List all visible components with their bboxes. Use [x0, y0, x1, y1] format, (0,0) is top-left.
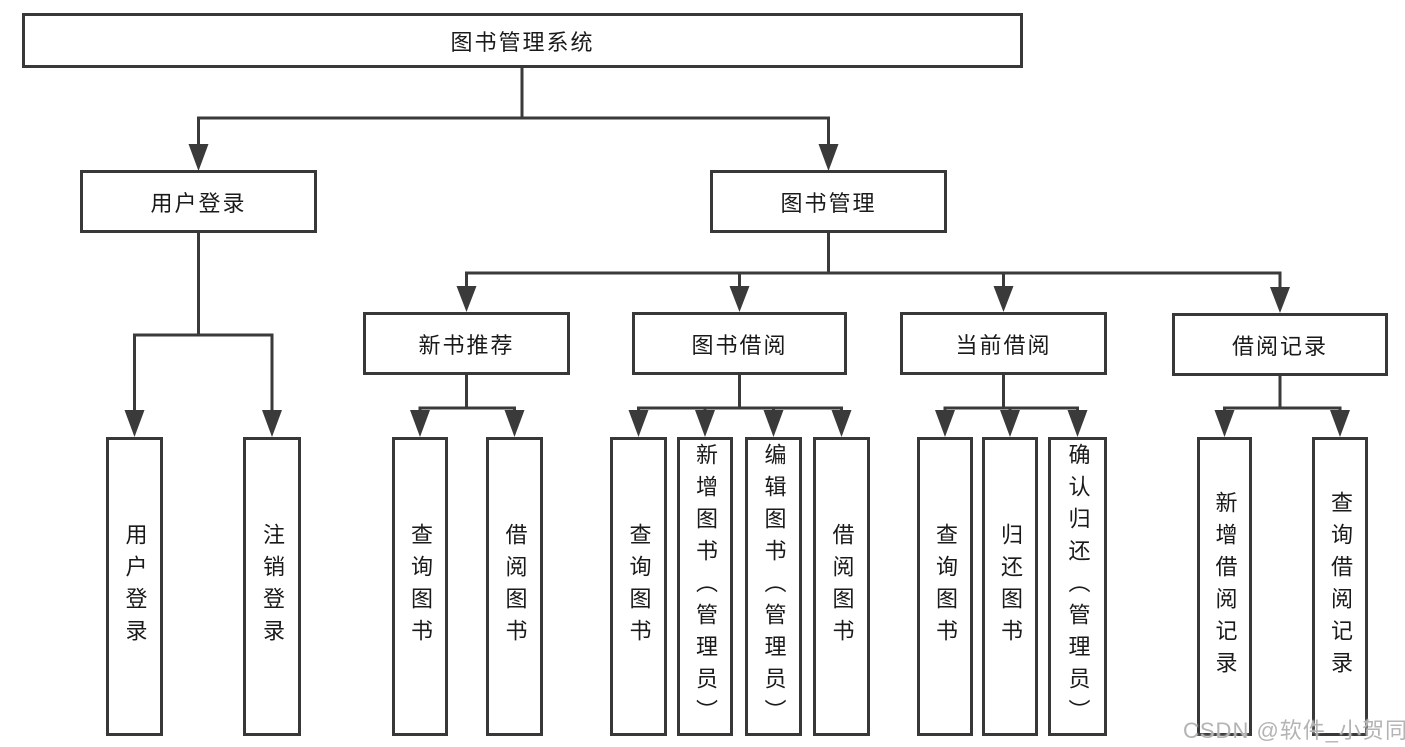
node-label: 归还图书 — [998, 522, 1023, 651]
arrowhead-to-book-borrow — [729, 286, 750, 312]
node-label: 查询图书 — [626, 522, 652, 651]
node-label: 用户登录 — [122, 522, 148, 651]
node-borrow-records: 借阅记录 — [1172, 313, 1388, 376]
leaf-query-borrow-record: 查询借阅记录 — [1312, 437, 1368, 736]
node-label: 新增图书（管理员） — [693, 442, 718, 731]
arrowhead-to-new-book-recommend — [456, 286, 477, 312]
arrowhead-to-leaf-query-books-2 — [628, 410, 649, 437]
leaf-edit-book-admin: 编辑图书（管理员） — [745, 437, 802, 736]
arrowhead-to-user-login — [188, 144, 209, 171]
node-label: 新书推荐 — [418, 332, 515, 358]
node-label: 注销登录 — [260, 522, 285, 651]
node-user-login: 用户登录 — [80, 170, 317, 233]
leaf-user-login: 用户登录 — [106, 437, 163, 736]
arrowhead-to-leaf-borrow-books-1 — [504, 410, 525, 437]
node-label: 查询图书 — [408, 522, 433, 651]
leaf-query-books-1: 查询图书 — [392, 437, 448, 736]
leaf-borrow-books-1: 借阅图书 — [486, 437, 543, 736]
node-label: 用户登录 — [150, 190, 247, 216]
csdn-watermark: CSDN @软件_小贺同学 — [1183, 718, 1405, 743]
node-book-management: 图书管理 — [710, 170, 947, 233]
leaf-query-books-2: 查询图书 — [610, 437, 667, 736]
connector-current-borrow-to-leaves — [935, 375, 1088, 437]
connector-root-to-level2 — [188, 68, 839, 171]
leaf-return-book: 归还图书 — [982, 437, 1038, 736]
node-label: 图书管理 — [780, 190, 877, 216]
arrowhead-to-leaf-confirm-return — [1067, 410, 1088, 437]
arrowhead-to-leaf-query-borrow-record — [1330, 410, 1350, 437]
leaf-logout: 注销登录 — [243, 437, 301, 736]
node-label: 当前借阅 — [955, 332, 1052, 358]
leaf-add-borrow-record: 新增借阅记录 — [1197, 437, 1252, 736]
leaf-add-book-admin: 新增图书（管理员） — [677, 437, 733, 736]
node-label: 查询借阅记录 — [1328, 490, 1353, 683]
node-root-system: 图书管理系统 — [22, 13, 1023, 68]
connector-user-login-to-leaves — [124, 233, 282, 437]
leaf-borrow-books-2: 借阅图书 — [813, 437, 870, 736]
node-label: 图书借阅 — [691, 332, 788, 358]
arrowhead-to-leaf-query-books-3 — [935, 410, 955, 437]
connector-book-borrow-to-leaves — [628, 375, 852, 437]
arrowhead-to-leaf-borrow-books-2 — [831, 410, 852, 437]
node-label: 图书管理系统 — [450, 29, 595, 55]
arrowhead-to-leaf-logout — [262, 410, 282, 437]
node-new-book-recommend: 新书推荐 — [363, 312, 570, 375]
leaf-query-books-3: 查询图书 — [917, 437, 973, 736]
node-book-borrow: 图书借阅 — [632, 312, 847, 375]
node-current-borrow: 当前借阅 — [900, 312, 1107, 375]
node-label: 确认归还（管理员） — [1065, 442, 1091, 731]
arrowhead-to-leaf-add-book — [695, 410, 715, 437]
node-label: 查询图书 — [933, 522, 958, 651]
arrowhead-to-current-borrow — [993, 286, 1014, 312]
node-label: 编辑图书（管理员） — [761, 442, 787, 731]
arrowhead-to-leaf-return-book — [1000, 410, 1020, 437]
node-label: 借阅记录 — [1231, 333, 1328, 359]
node-label: 借阅图书 — [502, 522, 528, 651]
arrowhead-to-book-management — [818, 144, 839, 171]
arrowhead-to-leaf-add-borrow-record — [1214, 410, 1235, 437]
node-label: 新增借阅记录 — [1212, 490, 1238, 683]
arrowhead-to-leaf-user-login — [124, 410, 145, 437]
connector-new-book-recommend-to-leaves — [410, 375, 525, 437]
leaf-confirm-return-admin: 确认归还（管理员） — [1048, 437, 1107, 736]
arrowhead-to-borrow-records — [1270, 287, 1290, 313]
connector-borrow-records-to-leaves — [1214, 376, 1350, 437]
arrowhead-to-leaf-query-books-1 — [410, 410, 430, 437]
node-label: 借阅图书 — [829, 522, 855, 651]
connector-book-management-to-level3 — [456, 233, 1290, 313]
arrowhead-to-leaf-edit-book — [763, 410, 784, 437]
